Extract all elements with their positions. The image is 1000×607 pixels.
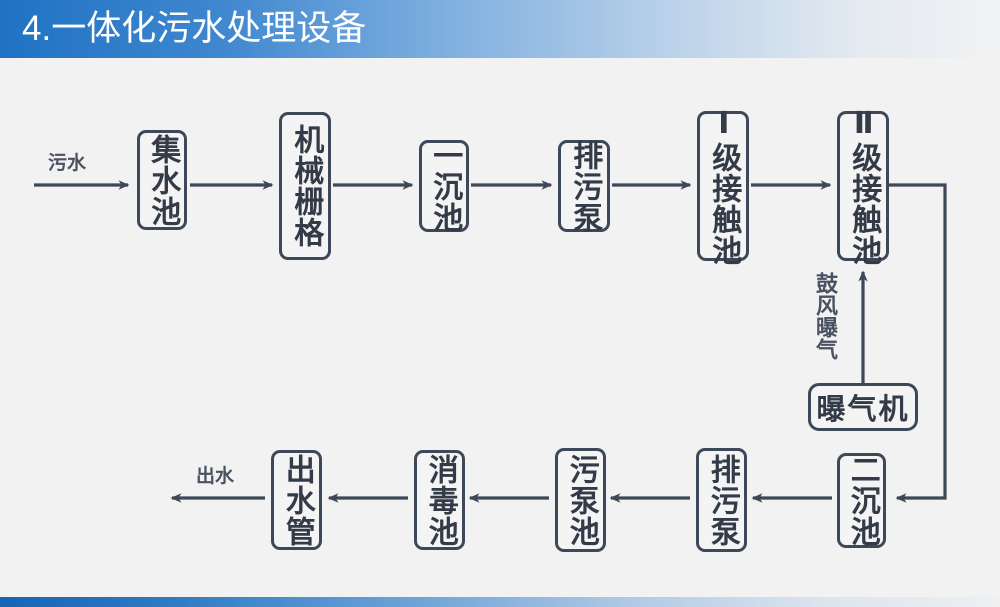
aeration-label: 鼓风曝气 [813, 272, 838, 360]
connector-layer [34, 180, 947, 503]
process-node-jishuichi[interactable]: 集水池 [137, 130, 187, 230]
process-node-label: 出水管 [280, 453, 314, 547]
process-node-xiaoduchi[interactable]: 消毒池 [414, 450, 465, 550]
process-node-level1-contact-tank[interactable]: Ⅰ级接触池 [697, 106, 749, 266]
process-node-erchenchi[interactable]: 二沉池 [837, 453, 886, 548]
process-node-label: 排污泵 [705, 453, 739, 547]
process-node-label: Ⅰ级接触池 [707, 106, 741, 266]
slide-footer-bar [0, 597, 1000, 607]
process-node-paiwubeng-bottom[interactable]: 排污泵 [696, 448, 747, 552]
process-node-paiwubeng-top[interactable]: 排污泵 [558, 139, 610, 233]
process-node-chushuiguan[interactable]: 出水管 [271, 450, 322, 550]
process-node-wubengchi[interactable]: 污泵池 [555, 448, 606, 552]
page-title: 4.一体化污水处理设备 [22, 9, 367, 48]
process-node-label: 机械栅格 [289, 124, 323, 248]
process-node-label: 污泵池 [564, 453, 598, 547]
outlet-label: 出水 [196, 466, 235, 487]
slide-header-bar: 4.一体化污水处理设备 [0, 0, 1000, 58]
process-node-jixieshange[interactable]: 机械栅格 [279, 112, 331, 260]
process-node-yichenchi[interactable]: 一沉池 [419, 139, 469, 233]
process-node-label: 一沉池 [428, 139, 462, 233]
edge-n6-to-n8 [889, 183, 947, 503]
inlet-label: 污水 [48, 153, 87, 174]
process-node-label: 消毒池 [423, 453, 457, 547]
process-node-label: Ⅱ级接触池 [847, 106, 881, 266]
process-node-label: 曝气机 [816, 394, 910, 426]
process-flow-diagram: 污水 出水 鼓风曝气 集水池 机械栅格 一沉池 排污泵 Ⅰ级接触池 Ⅱ级接触池 … [0, 58, 1000, 597]
process-node-label: 排污泵 [568, 139, 602, 233]
process-node-label: 集水池 [146, 133, 180, 227]
process-node-level2-contact-tank[interactable]: Ⅱ级接触池 [837, 106, 889, 266]
process-node-label: 二沉池 [845, 454, 879, 547]
process-node-aerator[interactable]: 曝气机 [808, 383, 918, 431]
